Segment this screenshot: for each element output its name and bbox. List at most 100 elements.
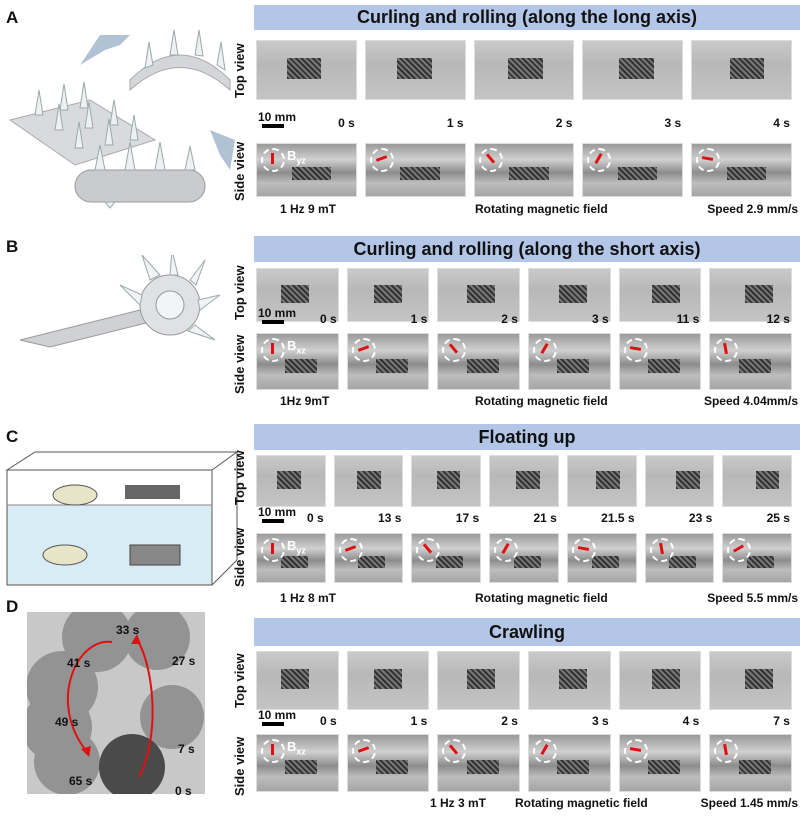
rotating-field-indicator-icon <box>351 338 376 362</box>
robot-specimen <box>281 284 310 303</box>
top-view-label: Top view <box>232 653 247 708</box>
field-direction-arrow-icon <box>271 343 274 354</box>
field-direction-arrow-icon <box>449 744 459 755</box>
top-view-frame <box>644 455 715 507</box>
field-parameters: 1 Hz 8 mT <box>280 591 337 605</box>
robot-specimen <box>557 358 590 373</box>
trajectory-arrow-icon <box>136 639 154 778</box>
rotating-field-indicator-icon <box>533 338 557 362</box>
top-view-frame <box>364 40 466 100</box>
robot-specimen <box>509 167 549 181</box>
robot-specimen <box>746 555 775 568</box>
curved-arrow-icon <box>210 130 235 170</box>
robot-specimen <box>669 555 697 568</box>
side-view-frame <box>709 333 792 390</box>
top-view-frame <box>691 40 792 100</box>
robot-specimen <box>466 284 495 303</box>
top-view-frame <box>437 268 520 322</box>
robot-specimen <box>466 760 499 775</box>
rotating-field-indicator-icon <box>714 338 739 362</box>
top-view-frame <box>709 268 792 322</box>
scale-bar <box>262 519 284 523</box>
time-label: 25 s <box>766 511 790 525</box>
field-label: Bxz <box>287 338 306 356</box>
robot-specimen <box>596 471 620 489</box>
field-direction-arrow-icon <box>540 342 549 355</box>
field-mode: Rotating magnetic field <box>515 796 648 810</box>
side-view-frame <box>644 533 715 583</box>
top-view-frame <box>256 40 357 100</box>
time-label: 23 s <box>688 511 713 525</box>
field-parameters: 1Hz 9mT <box>280 394 330 408</box>
robot-specimen <box>436 555 464 568</box>
side-view-label: Side view <box>232 334 247 394</box>
rotating-field-indicator-icon <box>696 148 721 172</box>
robot-specimen <box>508 58 543 79</box>
side-view-frame: Byz <box>256 143 357 197</box>
field-direction-arrow-icon <box>375 155 387 162</box>
rotating-field-indicator-icon <box>587 148 612 172</box>
field-symbol: B <box>287 739 297 754</box>
robot-specimen <box>466 358 499 373</box>
rotating-field-indicator-icon <box>261 148 285 172</box>
field-label: Byz <box>287 538 306 556</box>
top-view-frame <box>528 268 611 322</box>
robot-specimen <box>557 760 590 775</box>
rotating-field-indicator-icon <box>416 538 441 562</box>
time-label: 1 s <box>410 714 428 728</box>
time-label: 0 s <box>319 714 337 728</box>
scale-bar-label: 10 mm <box>258 505 297 519</box>
top-view-frame <box>582 40 684 100</box>
time-label: 2 s <box>501 312 518 326</box>
rotating-field-indicator-icon <box>494 538 519 562</box>
side-view-label: Side view <box>232 141 247 201</box>
top-view-frame <box>709 651 792 710</box>
field-direction-arrow-icon <box>702 156 714 161</box>
field-subscript: xz <box>296 345 306 356</box>
side-view-frame: Bxz <box>256 333 339 390</box>
robot-specimen <box>738 358 771 373</box>
spiky-sheet-curling-illustration <box>8 29 235 209</box>
time-label: 3 s <box>591 312 609 326</box>
crawling-trajectory-photo <box>27 612 205 794</box>
robot-specimen <box>285 760 318 775</box>
robot-specimen <box>617 167 658 181</box>
top-view-frame <box>437 651 520 710</box>
side-view-label: Side view <box>232 527 247 587</box>
scale-bar-label: 10 mm <box>258 306 297 320</box>
speed-label: Speed 1.45 mm/s <box>700 796 798 810</box>
rotating-field-indicator-icon <box>261 739 285 763</box>
robot-specimen <box>559 669 588 690</box>
rotating-field-indicator-icon <box>714 739 739 763</box>
side-view-frame <box>437 333 520 390</box>
panel-label-d: D <box>6 597 19 616</box>
field-direction-arrow-icon <box>733 544 745 553</box>
rotating-field-indicator-icon <box>533 739 557 763</box>
spiky-sheet-rolling-illustration <box>20 255 220 348</box>
rotating-field-indicator-icon <box>623 739 648 763</box>
photo-time-label: 49 s <box>55 715 79 729</box>
robot-specimen <box>516 471 541 489</box>
top-view-frame <box>346 268 430 322</box>
side-view-frame <box>582 143 684 197</box>
field-direction-arrow-icon <box>271 543 274 554</box>
top-view-frame <box>528 651 611 710</box>
side-view-frame <box>473 143 575 197</box>
panel-label-c: C <box>6 427 19 446</box>
curved-arrow-icon <box>80 35 130 65</box>
side-view-frame <box>618 333 702 390</box>
field-direction-arrow-icon <box>344 545 356 552</box>
robot-specimen <box>591 555 619 568</box>
side-view-frame <box>709 734 792 792</box>
field-direction-arrow-icon <box>540 743 549 756</box>
time-label: 0 s <box>319 312 337 326</box>
field-parameters: 1 Hz 3 mT <box>430 796 487 810</box>
time-label: 1 s <box>446 116 464 130</box>
robot-specimen <box>651 669 681 690</box>
time-label: 0 s <box>307 511 324 525</box>
field-label: Byz <box>287 148 306 166</box>
top-view-label: Top view <box>232 450 247 505</box>
time-label: 21 s <box>533 511 557 525</box>
field-direction-arrow-icon <box>271 153 274 164</box>
